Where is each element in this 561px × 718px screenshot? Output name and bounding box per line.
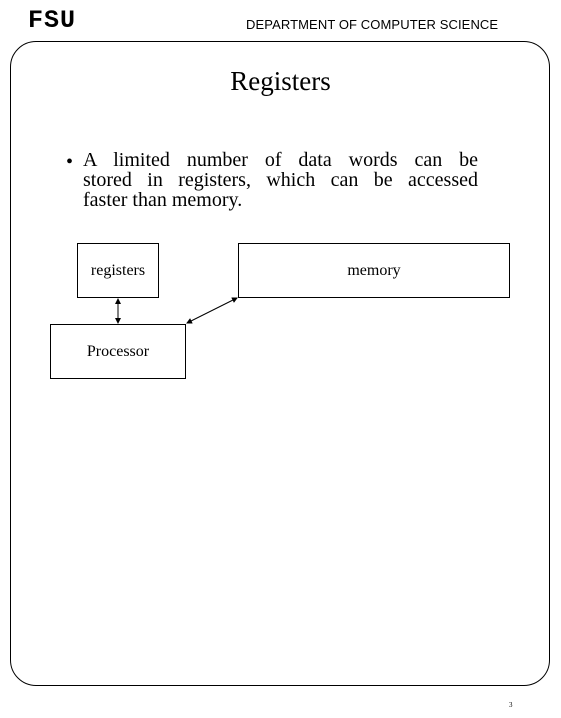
bullet-text-line-1: A limited number of data words can be (83, 149, 478, 171)
processor-box: Processor (50, 324, 186, 379)
memory-box: memory (238, 243, 510, 298)
registers-box: registers (77, 243, 159, 298)
processor-label: Processor (86, 342, 150, 360)
fsu-logo: FSU (28, 6, 77, 35)
processor-memory-arrow (186, 297, 238, 324)
bullet-text-line-3: faster than memory. (83, 189, 243, 211)
registers-label: registers (90, 261, 146, 279)
slide-frame (10, 41, 550, 686)
department-name: DEPARTMENT OF COMPUTER SCIENCE (246, 17, 499, 32)
memory-label: memory (347, 261, 401, 279)
bullet-text-line-2: stored in registers, which can be access… (83, 169, 478, 191)
bullet-icon: • (66, 151, 74, 173)
slide-title: Registers (230, 66, 331, 96)
page-number: 3 (509, 701, 513, 709)
